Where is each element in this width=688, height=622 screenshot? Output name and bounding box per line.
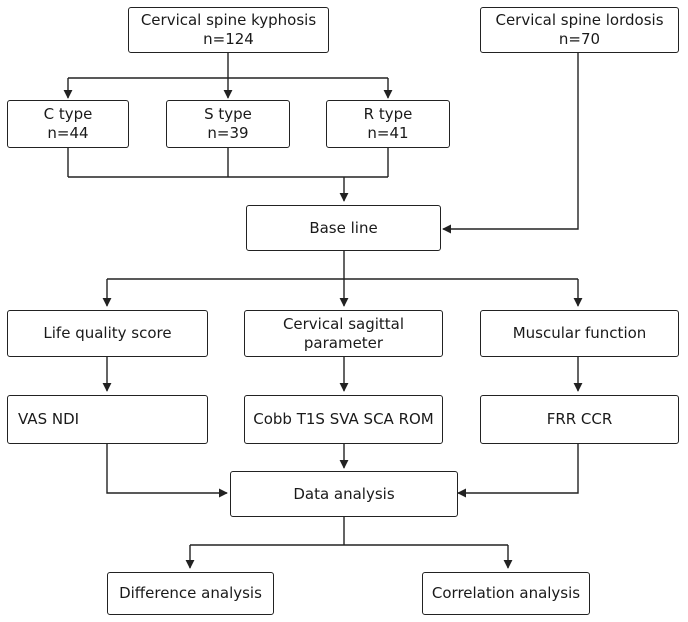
node-label-line: parameter	[303, 333, 384, 352]
node-data-analysis: Data analysis	[230, 471, 458, 517]
node-vas-ndi: VAS NDI	[7, 395, 208, 444]
node-label-line: R type	[363, 105, 413, 123]
node-label-line: Cervical spine kyphosis	[140, 11, 317, 29]
node-label-line: Cervical spine lordosis	[495, 11, 664, 29]
node-label-line: Cobb T1S SVA SCA ROM	[253, 410, 434, 428]
node-correlation-analysis: Correlation analysis	[422, 572, 590, 615]
node-count: n=124	[203, 30, 254, 48]
node-frr-ccr: FRR CCR	[480, 395, 679, 444]
arrow-frr-ccr-to-data-analysis	[457, 444, 579, 498]
node-label-line: S type	[204, 105, 252, 123]
node-c-type: C type n=44	[7, 100, 129, 148]
node-label-line: Life quality score	[43, 324, 172, 342]
node-count: n=41	[367, 124, 409, 142]
node-label-line: Cervical sagittal	[282, 314, 405, 333]
node-count: n=39	[207, 124, 249, 142]
node-label-line: Base line	[309, 218, 378, 237]
arrow-lordosis-to-baseline	[442, 53, 579, 234]
node-cobb-t1s-sva-sca-rom: Cobb T1S SVA SCA ROM	[244, 395, 443, 444]
node-label-line: C type	[43, 105, 93, 123]
node-count: n=44	[47, 124, 89, 142]
node-base-line: Base line	[246, 205, 441, 251]
node-muscular-function: Muscular function	[480, 310, 679, 357]
node-r-type: R type n=41	[326, 100, 450, 148]
arrow-vas-ndi-to-data-analysis	[106, 444, 228, 498]
node-s-type: S type n=39	[166, 100, 290, 148]
node-label-line: VAS NDI	[18, 410, 80, 428]
node-label-line: FRR CCR	[546, 410, 613, 428]
node-label-line: Data analysis	[293, 484, 395, 503]
node-life-quality-score: Life quality score	[7, 310, 208, 357]
node-label-line: Correlation analysis	[431, 584, 581, 602]
node-label-line: Difference analysis	[119, 584, 262, 602]
node-cervical-spine-lordosis: Cervical spine lordosis n=70	[480, 7, 679, 53]
node-count: n=70	[558, 30, 601, 48]
node-cervical-spine-kyphosis: Cervical spine kyphosis n=124	[128, 7, 329, 53]
node-cervical-sagittal-parameter: Cervical sagittal parameter	[244, 310, 443, 357]
node-difference-analysis: Difference analysis	[107, 572, 274, 615]
node-label-line: Muscular function	[512, 324, 647, 342]
